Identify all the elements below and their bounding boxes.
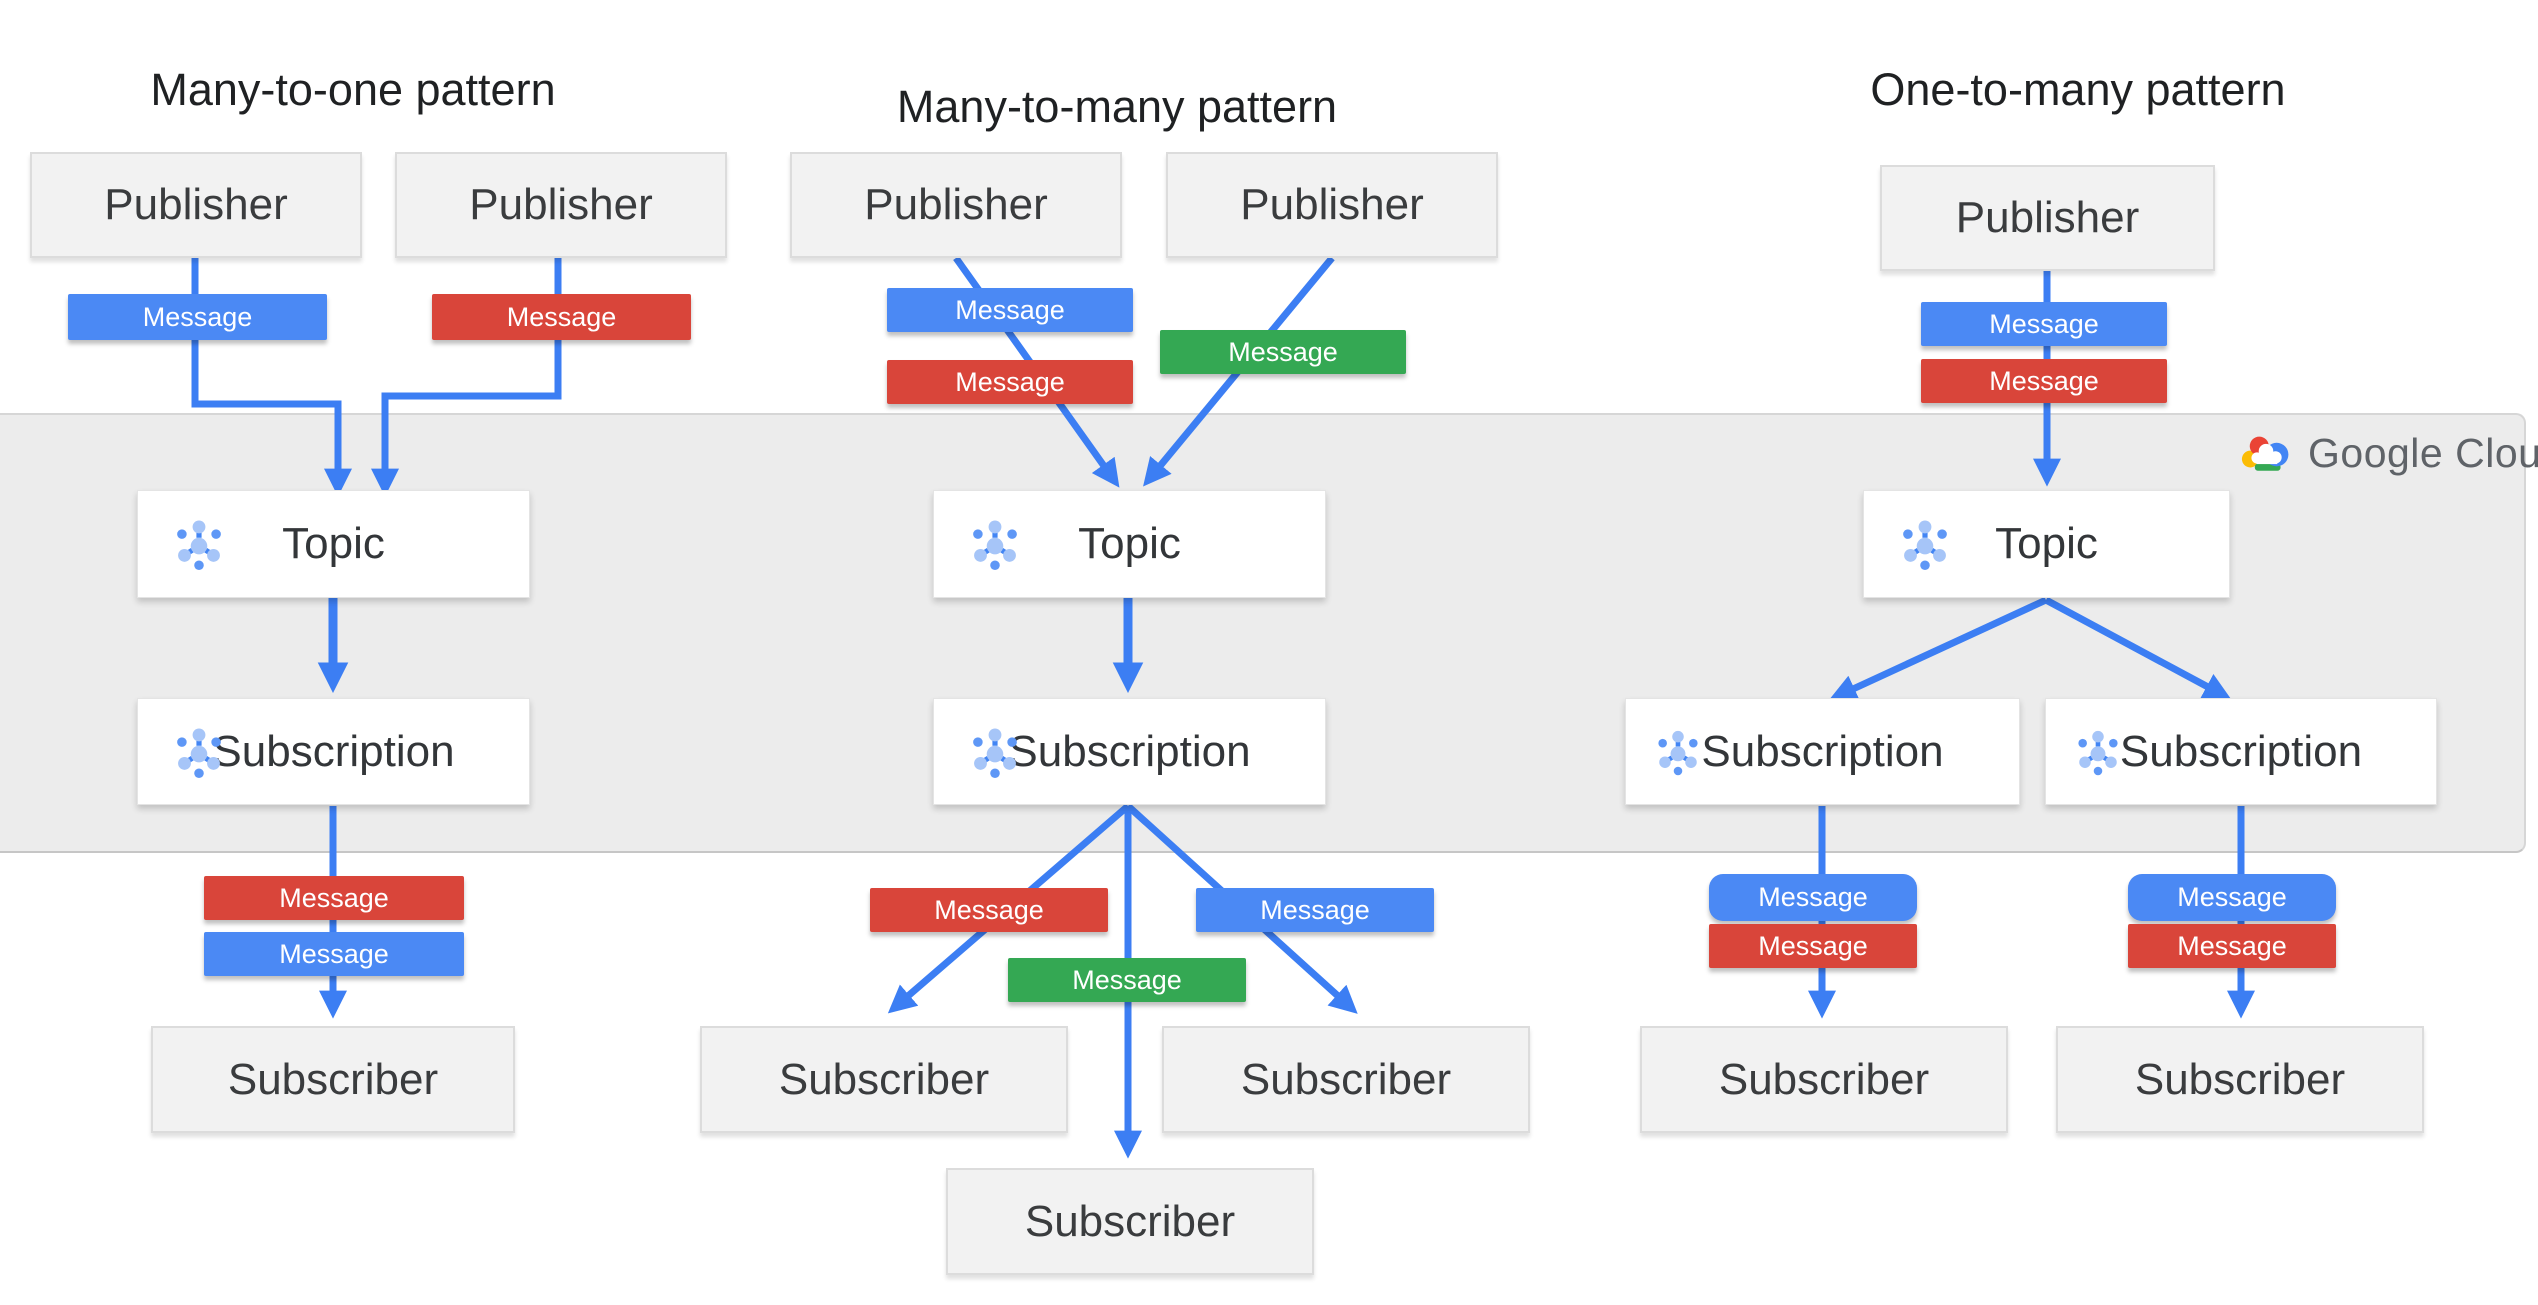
pubsub-topic-icon <box>1896 515 1954 573</box>
subscriber-box: Subscriber <box>151 1026 515 1133</box>
google-cloud-wordmark: Google Cloud <box>2308 430 2538 476</box>
subscriber-box: Subscriber <box>1640 1026 2008 1133</box>
message-badge-red: Message <box>1921 359 2167 403</box>
message-badge-blue: Message <box>1709 874 1917 921</box>
pubsub-subscription-icon <box>1652 726 1704 778</box>
topic-label: Topic <box>282 519 385 568</box>
publisher-box: Publisher <box>30 152 362 258</box>
subscription-box: Subscription <box>2045 698 2437 805</box>
google-cloud-icon <box>2241 436 2289 471</box>
subscriber-box: Subscriber <box>700 1026 1068 1133</box>
message-badge-red: Message <box>432 294 691 340</box>
subscription-label: Subscription <box>212 726 455 776</box>
message-badge-red: Message <box>870 888 1108 932</box>
publisher-box: Publisher <box>790 152 1122 258</box>
subscriber-box: Subscriber <box>1162 1026 1530 1133</box>
message-badge-red: Message <box>1709 924 1917 968</box>
message-badge-blue: Message <box>887 288 1133 332</box>
topic-label: Topic <box>1078 519 1181 568</box>
message-badge-green: Message <box>1008 958 1246 1002</box>
message-badge-red: Message <box>2128 924 2336 968</box>
message-badge-blue: Message <box>1196 888 1434 932</box>
subscriber-box: Subscriber <box>946 1168 1314 1275</box>
title-many-to-one: Many-to-one pattern <box>150 64 556 115</box>
subscription-box: Subscription <box>137 698 530 805</box>
title-one-to-many: One-to-many pattern <box>1870 64 2286 115</box>
topic-box: Topic <box>933 490 1326 598</box>
pubsub-subscription-icon <box>170 723 228 781</box>
pubsub-topic-icon <box>170 515 228 573</box>
subscription-label: Subscription <box>1701 726 1944 776</box>
subscription-box: Subscription <box>933 698 1326 805</box>
publisher-box: Publisher <box>1166 152 1498 258</box>
pubsub-subscription-icon <box>966 723 1024 781</box>
subscription-box: Subscription <box>1625 698 2020 805</box>
message-badge-green: Message <box>1160 330 1406 374</box>
publisher-box: Publisher <box>395 152 727 258</box>
title-many-to-many: Many-to-many pattern <box>896 81 1338 132</box>
publisher-box: Publisher <box>1880 165 2215 271</box>
message-badge-blue: Message <box>204 932 464 976</box>
topic-box: Topic <box>137 490 530 598</box>
message-badge-blue: Message <box>1921 302 2167 346</box>
message-badge-blue: Message <box>2128 874 2336 921</box>
subscriber-box: Subscriber <box>2056 1026 2424 1133</box>
topic-box: Topic <box>1863 490 2230 598</box>
topic-label: Topic <box>1995 519 2098 568</box>
message-badge-blue: Message <box>68 294 327 340</box>
message-badge-red: Message <box>887 360 1133 404</box>
subscription-label: Subscription <box>1008 726 1251 776</box>
pubsub-topic-icon <box>966 515 1024 573</box>
message-badge-red: Message <box>204 876 464 920</box>
pubsub-subscription-icon <box>2072 726 2124 778</box>
google-cloud-logo: Google Cloud <box>2238 430 2538 477</box>
subscription-label: Subscription <box>2119 726 2363 776</box>
